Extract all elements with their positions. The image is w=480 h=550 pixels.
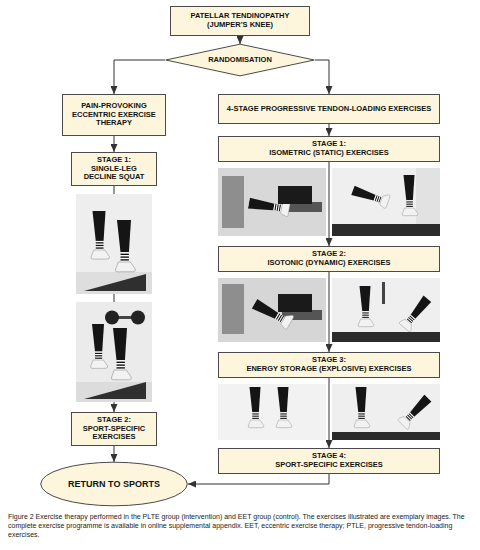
photo-ground [332, 168, 440, 236]
leg-figure [276, 387, 292, 428]
flow-arrow [329, 378, 330, 448]
decline-board [84, 274, 146, 291]
leg-figure [91, 211, 109, 259]
stage-heading: STAGE 1: [312, 140, 346, 149]
photo-weighted-squat [76, 302, 152, 402]
photo-isometric-press [218, 168, 326, 236]
process-box: STAGE 1:SINGLE-LEG DECLINE SQUAT [71, 152, 157, 186]
wall [416, 168, 440, 224]
leg-figure [398, 394, 434, 430]
photo-ground [218, 278, 326, 342]
photo-isometric-wall [332, 168, 440, 236]
diamond-shape [166, 44, 315, 76]
node-label: SPORT-SPECIFIC EXERCISES [76, 425, 152, 442]
leg-figure [358, 286, 374, 327]
node-label: ISOMETRIC (STATIC) EXERCISES [269, 149, 389, 158]
node-label: RETURN TO SPORTS [68, 479, 160, 489]
figure-caption: Figure 2 Exercise therapy performed in t… [8, 512, 472, 539]
flow-arrow [315, 60, 329, 94]
photo-ground [332, 384, 440, 440]
flow-arrow [329, 162, 330, 246]
photo-isotonic-press [218, 278, 326, 342]
dumbbell-bar [382, 282, 385, 304]
leg-figure [399, 295, 434, 332]
process-box: 4-STAGE PROGRESSIVE TENDON-LOADING EXERC… [218, 94, 440, 124]
process-box: STAGE 3:ENERGY STORAGE (EXPLOSIVE) EXERC… [218, 352, 440, 378]
photo-lunge [332, 278, 440, 342]
photo-ground [76, 194, 152, 294]
decision-diamond: RANDOMISATION [165, 44, 315, 76]
stage-heading: STAGE 4: [312, 452, 346, 461]
node-label: ISOTONIC (DYNAMIC) EXERCISES [267, 259, 390, 268]
photo-ground [76, 302, 152, 402]
flow-arrow [329, 124, 330, 136]
flow-arrow [114, 446, 115, 462]
leg-figure [115, 220, 135, 272]
machine-plate [222, 284, 244, 334]
node-label: SINGLE-LEG DECLINE SQUAT [76, 165, 152, 182]
photo-jump [218, 384, 326, 440]
flow-arrow [114, 60, 165, 94]
process-box: PAIN-PROVOKING ECCENTRIC EXERCISE THERAP… [62, 94, 166, 136]
flow-arrow [114, 136, 115, 152]
photo-ground [332, 278, 440, 342]
photo-ground [218, 384, 326, 440]
flow-arrow [188, 474, 329, 484]
leg-figure [351, 183, 391, 209]
leg-figure [402, 175, 418, 216]
node-label: RANDOMISATION [208, 56, 272, 65]
process-box: STAGE 1:ISOMETRIC (STATIC) EXERCISES [218, 136, 440, 162]
node-label: ENERGY STORAGE (EXPLOSIVE) EXERCISES [246, 365, 411, 374]
leg-figure [111, 328, 131, 380]
torso [278, 294, 312, 312]
dumbbell-plate [105, 311, 119, 325]
process-box: PATELLAR TENDINOPATHY (JUMPER'S KNEE) [170, 6, 310, 36]
photo-floor [332, 332, 440, 342]
flow-arrow [329, 272, 330, 352]
ellipse-shape [41, 462, 188, 506]
node-label: PATELLAR TENDINOPATHY (JUMPER'S KNEE) [175, 12, 305, 29]
dumbbell-plate [131, 311, 145, 325]
photo-ground [218, 168, 326, 236]
leg-figure [248, 387, 264, 428]
stage-heading: STAGE 2: [97, 416, 131, 425]
process-box: STAGE 2:SPORT-SPECIFIC EXERCISES [71, 412, 157, 446]
photo-floor [332, 432, 440, 440]
photo-floor [332, 224, 440, 236]
photo-floor [76, 382, 152, 402]
flow-arrow [240, 36, 241, 44]
stage-heading: STAGE 2: [312, 250, 346, 259]
process-box: STAGE 2:ISOTONIC (DYNAMIC) EXERCISES [218, 246, 440, 272]
stage-heading: STAGE 3: [312, 356, 346, 365]
stage-heading: STAGE 1: [97, 156, 131, 165]
process-box: STAGE 4:SPORT-SPECIFIC EXERCISES [218, 448, 440, 474]
node-label: SPORT-SPECIFIC EXERCISES [275, 461, 383, 470]
node-label: 4-STAGE PROGRESSIVE TENDON-LOADING EXERC… [227, 105, 431, 114]
photo-decline-squat [76, 194, 152, 294]
terminal-ellipse: RETURN TO SPORTS [40, 462, 188, 506]
decline-board [84, 382, 146, 399]
photo-jump-lunge [332, 384, 440, 440]
photo-floor [76, 272, 152, 294]
node-label: PAIN-PROVOKING ECCENTRIC EXERCISE THERAP… [67, 102, 161, 128]
leg-figure [91, 324, 108, 368]
torso [278, 186, 312, 204]
machine-plate [222, 176, 244, 228]
leg-figure [354, 387, 370, 428]
